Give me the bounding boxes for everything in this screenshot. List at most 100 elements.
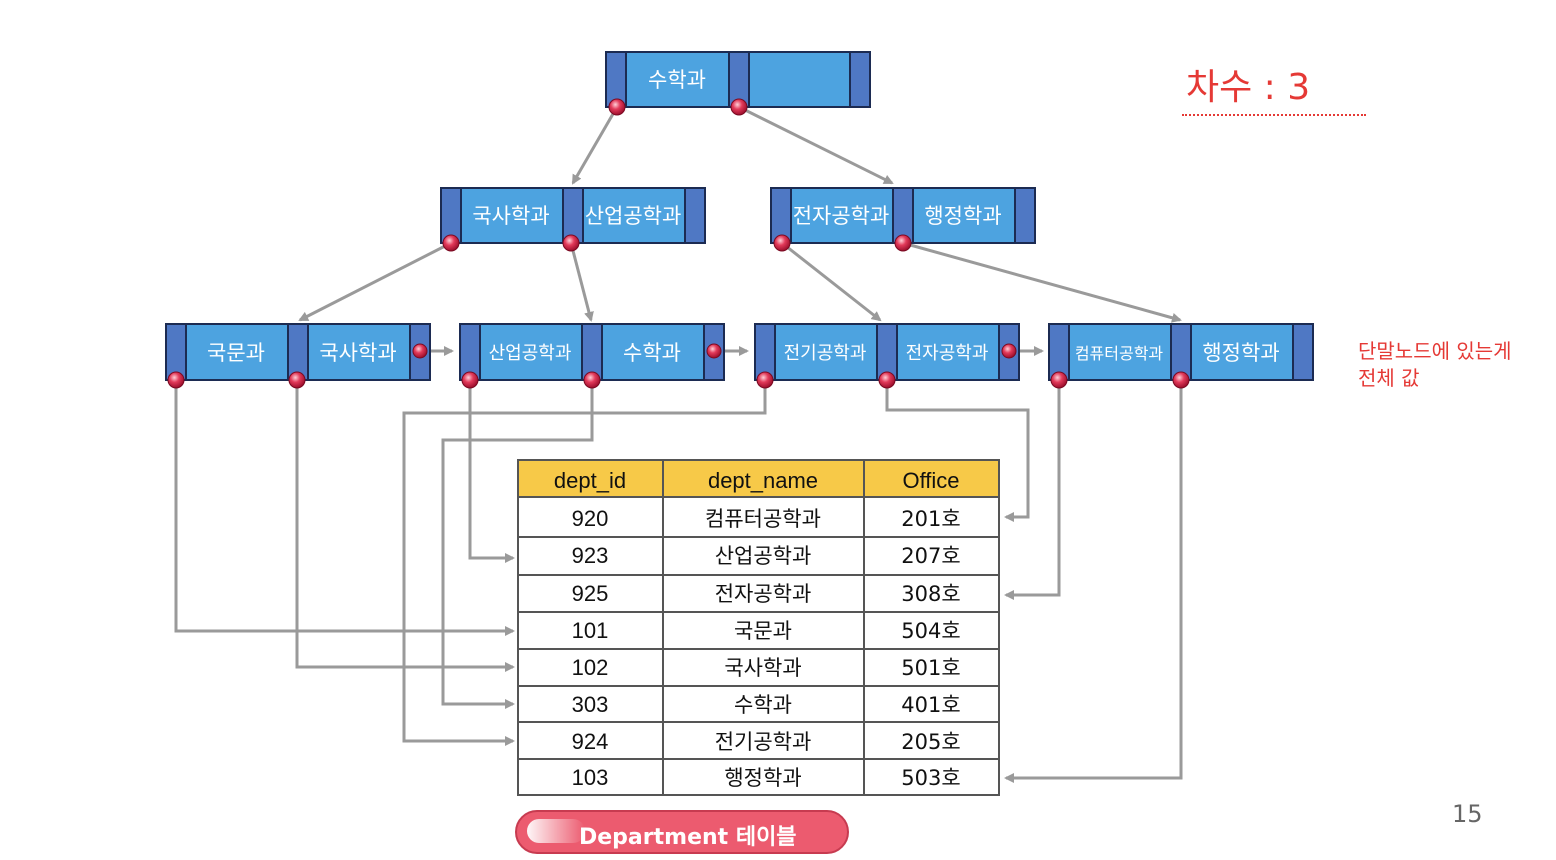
pointer-dot xyxy=(756,371,774,389)
internal-2-key-1: 전자공학과 xyxy=(793,204,890,228)
leaf-4-key-2: 행정학과 xyxy=(1202,341,1279,365)
cell-office: 504호 xyxy=(901,619,960,643)
pointer-dot xyxy=(730,98,748,116)
cell-dept-name: 산업공학과 xyxy=(715,544,812,568)
ptr-행정학과 xyxy=(1004,380,1183,783)
pointer-dot xyxy=(894,234,912,252)
pointer-dot xyxy=(773,234,791,252)
cell-office: 501호 xyxy=(901,656,960,680)
cell-office: 205호 xyxy=(901,730,960,754)
table-row: 102 국사학과 501호 xyxy=(572,655,961,680)
internal-1-key-2: 산업공학과 xyxy=(585,204,682,228)
cell-dept-id: 303 xyxy=(572,692,609,717)
table-row: 920 컴퓨터공학과 201호 xyxy=(572,506,961,531)
ptr-국문과 xyxy=(174,380,515,636)
ptr-국사학과 xyxy=(295,380,515,672)
cell-office: 201호 xyxy=(901,507,960,531)
tree-edges xyxy=(298,105,1182,323)
table-row: 924 전기공학과 205호 xyxy=(572,729,961,754)
pointer-dot xyxy=(442,234,460,252)
leaf-1-key-1: 국문과 xyxy=(207,341,265,365)
caption-gloss-highlight xyxy=(527,819,585,843)
table-row: 923 산업공학과 207호 xyxy=(572,543,961,568)
cell-office: 401호 xyxy=(901,693,960,717)
column-header-dept-id: dept_id xyxy=(554,468,626,493)
table-caption-badge: Department 테이블 xyxy=(515,810,849,854)
leaf-2-key-2: 수학과 xyxy=(623,341,681,365)
cell-dept-name: 전기공학과 xyxy=(715,730,812,754)
edge-root-left xyxy=(571,106,619,185)
cell-dept-id: 102 xyxy=(572,655,609,680)
cell-dept-id: 920 xyxy=(572,506,609,531)
cell-dept-id: 103 xyxy=(572,765,609,790)
pointer-dot xyxy=(878,371,896,389)
cell-dept-name: 전자공학과 xyxy=(715,582,812,606)
table-header xyxy=(517,459,1000,498)
cell-dept-name: 수학과 xyxy=(734,693,792,717)
ptr-산업공학과 xyxy=(468,380,515,563)
table-row: 303 수학과 401호 xyxy=(572,692,961,717)
annotation-underline xyxy=(1182,114,1366,116)
pointer-dot xyxy=(706,343,722,359)
leaf-3-key-2: 전자공학과 xyxy=(906,343,989,364)
cell-dept-id: 924 xyxy=(572,729,609,754)
leaf-4-key-1: 컴퓨터공학과 xyxy=(1075,344,1164,363)
table-row: 925 전자공학과 308호 xyxy=(572,581,961,606)
pointer-dot xyxy=(167,371,185,389)
leaf-2-key-1: 산업공학과 xyxy=(489,343,572,364)
table-row: 103 행정학과 503호 xyxy=(572,765,961,790)
cell-dept-id: 923 xyxy=(572,543,609,568)
pointer-dot xyxy=(1001,343,1017,359)
column-header-dept-name: dept_name xyxy=(708,468,818,493)
cell-office: 503호 xyxy=(901,766,960,790)
cell-dept-name: 컴퓨터공학과 xyxy=(705,507,821,531)
tree-order-annotation: 차수 : 3 xyxy=(1186,67,1311,108)
leaf-1-key-2: 국사학과 xyxy=(319,341,396,365)
leaf-node-1: 국문과 국사학과 xyxy=(165,323,431,389)
ptr-컴퓨터공학과 xyxy=(1004,380,1061,600)
internal-node-2: 전자공학과 행정학과 xyxy=(770,187,1036,252)
ptr-전자공학과 xyxy=(885,380,1030,522)
page-number: 15 xyxy=(1452,800,1483,828)
edge-int1-left xyxy=(298,241,452,322)
internal-node-1: 국사학과 산업공학과 xyxy=(440,187,706,252)
internal-1-key-1: 국사학과 xyxy=(472,204,549,228)
cell-office: 308호 xyxy=(901,582,960,606)
leaf-note-line-1: 단말노드에 있는게 xyxy=(1358,339,1512,363)
edge-int2-right xyxy=(902,241,1182,323)
leaf-node-2: 산업공학과 수학과 xyxy=(459,323,725,389)
cell-dept-name: 행정학과 xyxy=(724,766,801,790)
ptr-수학과 xyxy=(441,380,594,709)
cell-dept-id: 101 xyxy=(572,618,609,643)
pointer-dot xyxy=(288,371,306,389)
leaf-node-note: 단말노드에 있는게 전체 값 xyxy=(1358,338,1548,392)
cell-dept-id: 925 xyxy=(572,581,609,606)
leaf-node-3: 전기공학과 전자공학과 xyxy=(754,323,1020,389)
pointer-dot xyxy=(1172,371,1190,389)
pointer-dot xyxy=(583,371,601,389)
column-header-office: Office xyxy=(902,468,959,493)
pointer-dot xyxy=(412,343,428,359)
cell-dept-name: 국문과 xyxy=(734,619,792,643)
leaf-note-line-2: 전체 값 xyxy=(1358,366,1420,390)
table-caption: Department 테이블 xyxy=(579,825,797,850)
pointer-dot xyxy=(608,98,626,116)
edge-int2-left xyxy=(781,241,882,322)
internal-2-key-2: 행정학과 xyxy=(924,204,1001,228)
ptr-전기공학과 xyxy=(402,380,767,746)
edge-root-right xyxy=(738,105,894,185)
department-table: dept_id dept_name Office 920 컴퓨터공학과 201호… xyxy=(517,459,1000,796)
root-key-1: 수학과 xyxy=(648,68,706,92)
table-row: 101 국문과 504호 xyxy=(572,618,961,643)
pointer-dot xyxy=(562,234,580,252)
leaf-node-4: 컴퓨터공학과 행정학과 xyxy=(1048,323,1314,389)
edge-int1-right xyxy=(569,242,594,322)
leaf-3-key-1: 전기공학과 xyxy=(784,343,867,364)
cell-dept-name: 국사학과 xyxy=(724,656,801,680)
pointer-dot xyxy=(1050,371,1068,389)
record-pointers xyxy=(174,380,1183,783)
root-node: 수학과 xyxy=(605,51,871,116)
cell-office: 207호 xyxy=(901,544,960,568)
pointer-dot xyxy=(461,371,479,389)
